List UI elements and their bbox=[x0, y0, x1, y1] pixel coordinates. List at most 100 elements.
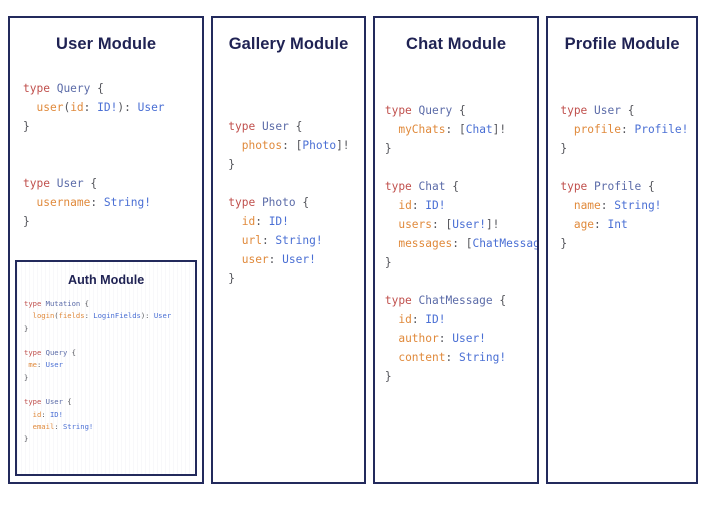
code-line: messages: [ChatMessage]! bbox=[385, 234, 537, 253]
code-token-pun bbox=[255, 196, 262, 209]
code-line bbox=[23, 155, 198, 174]
code-token-pun: } bbox=[384, 255, 392, 269]
code-token-pun: } bbox=[24, 323, 29, 333]
code-line: } bbox=[24, 372, 195, 384]
code-token-pun: { bbox=[90, 81, 104, 95]
code-token-pun: ]! bbox=[336, 138, 350, 152]
code-token-typ: ID! bbox=[49, 409, 63, 419]
code-token-name: User bbox=[45, 397, 63, 407]
code-token-pun bbox=[228, 253, 241, 266]
code-token-name: Query bbox=[45, 348, 68, 358]
code-line: myChats: [Chat]! bbox=[385, 120, 534, 139]
code-token-pun bbox=[50, 82, 57, 95]
code-token-pun: : bbox=[36, 360, 46, 370]
code-token-fld: login bbox=[32, 311, 55, 321]
code-token-pun: } bbox=[24, 372, 29, 382]
code-token-pun: : bbox=[255, 214, 269, 228]
code-token-fld: username bbox=[36, 195, 91, 209]
code-token-typ: ChatMessage bbox=[472, 236, 540, 250]
code-token-fld: fields bbox=[58, 311, 85, 321]
code-line: type User { bbox=[228, 117, 360, 136]
code-line: email: String! bbox=[24, 421, 195, 433]
code-token-typ: User! bbox=[282, 252, 316, 266]
code-token-kw: type bbox=[24, 299, 42, 308]
code-line: type ChatMessage { bbox=[385, 291, 534, 310]
code-token-fld: id bbox=[398, 198, 412, 212]
code-token-kw: type bbox=[384, 179, 412, 193]
code-token-pun: } bbox=[23, 214, 30, 228]
code-line bbox=[560, 158, 692, 177]
code-line: users: [User!]! bbox=[385, 215, 534, 234]
module-card-user[interactable]: User Module type Query { user(id: ID!): … bbox=[8, 16, 205, 484]
code-token-typ: Photo bbox=[302, 138, 337, 152]
code-line: id: ID! bbox=[385, 310, 534, 329]
code-line: name: String! bbox=[560, 196, 692, 215]
code-token-pun: : bbox=[411, 198, 426, 212]
code-token-pun bbox=[50, 177, 57, 190]
code-line: type Photo { bbox=[228, 193, 360, 212]
code-token-pun bbox=[255, 120, 262, 133]
code-line bbox=[24, 384, 195, 396]
nested-auth-wrapper: Auth Module type Mutation { login(fields… bbox=[10, 260, 202, 482]
code-token-typ: String! bbox=[62, 421, 94, 431]
code-token-name: ChatMessage bbox=[418, 293, 493, 307]
code-token-pun: : bbox=[84, 311, 94, 321]
code-token-pun bbox=[385, 218, 398, 231]
code-token-pun: : bbox=[445, 350, 459, 364]
code-token-pun bbox=[228, 139, 241, 152]
code-token-pun: ): bbox=[140, 311, 154, 321]
module-title-chat: Chat Module bbox=[406, 35, 507, 53]
code-token-pun: : bbox=[261, 233, 276, 247]
module-card-gallery[interactable]: Gallery Module type User { photos: [Phot… bbox=[211, 16, 366, 484]
code-token-fld: id bbox=[398, 312, 412, 326]
schema-code-profile: type User { profile: Profile!} type Prof… bbox=[548, 57, 696, 253]
code-token-pun: } bbox=[560, 236, 568, 250]
code-line: type Query { bbox=[385, 101, 534, 120]
code-line: } bbox=[23, 212, 198, 231]
code-token-pun: } bbox=[228, 157, 235, 171]
code-token-pun: ( bbox=[63, 100, 71, 114]
schema-code-chat: type Query { myChats: [Chat]!} type Chat… bbox=[375, 57, 538, 386]
code-token-fld: age bbox=[573, 217, 595, 231]
code-token-pun: : bbox=[282, 138, 296, 152]
code-token-pun: } bbox=[384, 141, 392, 155]
code-line: profile: Profile! bbox=[560, 120, 692, 139]
code-token-pun: } bbox=[23, 119, 30, 133]
code-line bbox=[385, 158, 534, 177]
code-line: } bbox=[24, 433, 195, 445]
code-token-typ: ID! bbox=[97, 100, 118, 114]
module-title-auth: Auth Module bbox=[67, 273, 145, 287]
code-token-pun bbox=[228, 234, 241, 247]
schema-code-auth: type Mutation { login(fields: LoginField… bbox=[17, 288, 195, 446]
module-card-auth[interactable]: Auth Module type Mutation { login(fields… bbox=[15, 260, 198, 476]
code-line bbox=[24, 335, 195, 347]
code-line: user: User! bbox=[228, 250, 360, 269]
code-token-fld: id bbox=[241, 214, 256, 228]
code-token-pun: : bbox=[600, 198, 615, 212]
code-token-pun: : bbox=[83, 100, 98, 114]
module-title-user: User Module bbox=[56, 35, 157, 53]
code-token-pun: : bbox=[41, 409, 50, 419]
code-line: } bbox=[24, 323, 195, 335]
module-card-profile[interactable]: Profile Module type User { profile: Prof… bbox=[546, 16, 698, 484]
code-token-fld: id bbox=[70, 100, 84, 114]
module-card-chat[interactable]: Chat Module type Query { myChats: [Chat]… bbox=[372, 16, 540, 484]
code-line: } bbox=[228, 155, 360, 174]
code-token-typ: ID! bbox=[425, 198, 446, 212]
code-token-pun: [ bbox=[465, 236, 473, 250]
code-line: type User { bbox=[560, 101, 692, 120]
code-token-kw: type bbox=[24, 348, 42, 358]
code-token-typ: String! bbox=[103, 195, 152, 209]
code-token-pun bbox=[385, 199, 398, 212]
code-token-fld: email bbox=[32, 421, 55, 431]
code-token-pun bbox=[560, 123, 573, 136]
code-token-kw: type bbox=[23, 81, 50, 95]
code-line: } bbox=[385, 253, 534, 272]
code-token-pun: } bbox=[560, 141, 568, 155]
code-token-pun: : bbox=[594, 217, 608, 231]
code-token-name: Query bbox=[56, 81, 91, 95]
code-token-kw: type bbox=[384, 293, 412, 307]
code-token-pun bbox=[385, 351, 398, 364]
code-token-pun bbox=[385, 313, 398, 326]
schema-code-gallery: type User { photos: [Photo]!} type Photo… bbox=[213, 57, 364, 288]
